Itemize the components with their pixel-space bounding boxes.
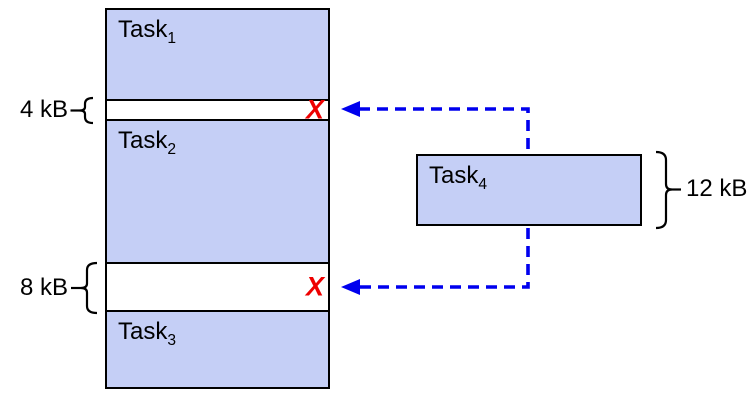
reject-x-icon: X xyxy=(305,271,324,302)
gap-size-label-8kb: 8 kB xyxy=(19,274,68,301)
reject-x-icon: X xyxy=(305,94,324,125)
free-gap-8kb: X xyxy=(107,262,328,312)
arrow-to-4kb-gap xyxy=(359,107,530,152)
free-gap-4kb: X xyxy=(107,94,328,125)
task3-label-base: Task xyxy=(118,318,168,345)
task3-label: Task3 xyxy=(107,312,328,349)
task4-brace-icon xyxy=(655,150,673,230)
gap-8kb-brace-icon xyxy=(80,261,98,315)
task2-block: Task2 xyxy=(107,121,328,262)
task4-block: Task4 xyxy=(416,154,642,226)
arrow-left-head-icon xyxy=(341,279,360,295)
gap-4kb-brace-icon xyxy=(79,96,94,125)
task4-label: Task4 xyxy=(418,156,640,193)
task2-label-sub: 2 xyxy=(167,140,177,158)
task2-label-base: Task xyxy=(118,127,168,154)
task3-label-sub: 3 xyxy=(167,331,177,349)
task4-size-label: 12 kB xyxy=(686,175,748,202)
arrow-to-8kb-gap xyxy=(359,228,530,289)
arrow-left-head-icon xyxy=(341,101,360,117)
task1-label-base: Task xyxy=(118,16,168,43)
task4-label-sub: 4 xyxy=(478,175,488,193)
task4-label-base: Task xyxy=(429,162,479,189)
task2-label: Task2 xyxy=(107,121,328,158)
task3-block: Task3 xyxy=(107,312,328,387)
gap-size-label-4kb: 4 kB xyxy=(19,96,68,123)
memory-column: Task1 X Task2 X Task3 xyxy=(105,8,330,389)
task1-label: Task1 xyxy=(107,10,328,47)
task1-block: Task1 xyxy=(107,10,328,99)
task1-label-sub: 1 xyxy=(167,29,177,47)
